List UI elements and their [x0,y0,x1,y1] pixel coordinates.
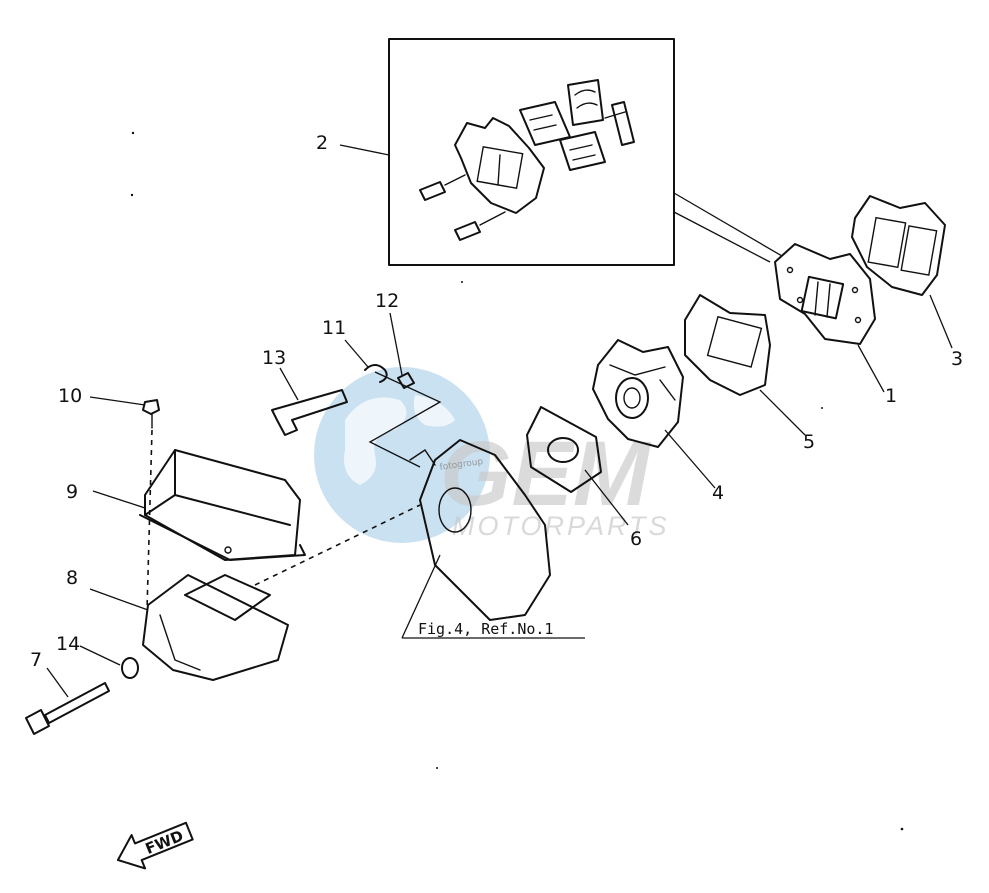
callout-13: 13 [262,347,286,369]
reference-note: Fig.4, Ref.No.1 [418,620,553,638]
watermark-logo: GEM MOTORPARTS fotogroup [314,367,670,543]
callout-4: 4 [712,482,724,504]
part-7-bolt [25,682,110,735]
callout-9: 9 [66,481,78,503]
part-6-gasket [526,406,602,493]
inset-leader-upper [673,192,783,257]
part-11-spring [364,364,388,383]
crankcase-reference-outline [409,439,551,621]
watermark-tagline: MOTORPARTS [452,511,670,541]
part-1-reed-valve [774,243,876,345]
scan-specks [130,131,904,831]
callout-leaders [46,144,953,698]
callout-3: 3 [951,348,963,370]
part-9-silencer-cover [139,449,306,561]
callout-6: 6 [630,528,642,550]
part-8-silencer-base [142,574,289,681]
callout-14: 14 [56,633,80,655]
linkage-outline [368,371,442,468]
part-13-lever [271,389,348,436]
callout-11: 11 [322,317,346,339]
part-2-inset [388,38,675,266]
callout-2: 2 [316,132,328,154]
callout-7: 7 [30,649,42,671]
part-3-gasket [851,195,946,296]
callout-5: 5 [803,431,815,453]
part-14-washer [121,657,139,679]
part-5-gasket [684,294,771,396]
part-10-screw [142,399,160,429]
part-4-carburetor [592,339,684,448]
callout-1: 1 [885,385,897,407]
alignment-dash-vertical [146,429,153,611]
arrow-left-icon [116,821,194,870]
watermark-globe-land [344,395,455,485]
reference-note-leader [401,554,441,639]
callout-12: 12 [375,290,399,312]
alignment-dash-diagonal [254,504,421,586]
callout-8: 8 [66,567,78,589]
inset-leader-lower [673,211,771,263]
callout-10: 10 [58,385,82,407]
callout-labels: 1 2 3 4 5 6 7 8 9 10 11 12 13 14 [30,132,963,671]
forward-direction-arrow: FWD [116,821,194,870]
watermark-logo-text: GEM [440,423,652,525]
